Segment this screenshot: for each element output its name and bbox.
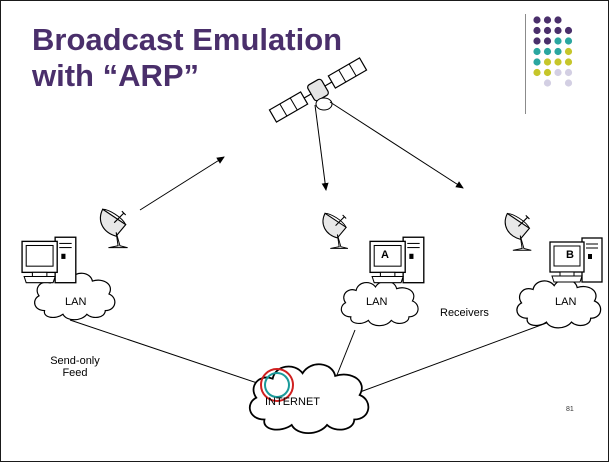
decorative-dot xyxy=(564,47,573,56)
decorative-dot xyxy=(554,26,562,35)
satellite-dish-icon xyxy=(322,212,349,250)
broadcast-arrows xyxy=(139,101,464,211)
satellite-dish-icon xyxy=(99,208,129,249)
slide-title-line-2: with “ARP” xyxy=(32,58,200,93)
decorative-dot xyxy=(554,58,562,66)
page-number: 81 xyxy=(566,406,574,413)
computer-icon xyxy=(21,236,77,284)
satellite-dish-icon xyxy=(504,212,532,251)
decorative-dot xyxy=(543,26,552,35)
decorative-dot xyxy=(533,58,541,66)
receiver-a-station xyxy=(322,212,425,327)
decorative-dot xyxy=(564,58,573,66)
decorative-dot xyxy=(554,68,562,77)
decorative-dot xyxy=(533,37,541,45)
computer-icon xyxy=(549,237,603,283)
receiver-a-lan-label: LAN xyxy=(366,296,388,308)
decorative-dot xyxy=(543,37,552,45)
decorative-dot xyxy=(543,79,552,87)
internet-ring-outer xyxy=(260,368,294,402)
decorative-dot xyxy=(564,79,573,87)
receiver-a-computer-label: A xyxy=(381,249,389,261)
decorative-dot xyxy=(533,47,541,56)
decorative-dot xyxy=(533,26,541,35)
computer-icon xyxy=(369,236,425,284)
decorative-dot xyxy=(564,26,573,35)
decorative-dot xyxy=(533,16,541,24)
slide-title-line-1: Broadcast Emulation xyxy=(32,22,343,57)
send-only-line-2: Feed xyxy=(62,367,88,379)
receiver-b-lan-label: LAN xyxy=(555,296,577,308)
receiver-b-computer-label: B xyxy=(566,249,574,261)
sender-lan-label: LAN xyxy=(65,296,87,308)
slide-title: Broadcast Emulation with “ARP” xyxy=(32,22,372,94)
decorative-dot xyxy=(543,16,552,24)
decorative-dot xyxy=(533,68,541,77)
send-only-line-1: Send-only xyxy=(50,355,100,367)
decorative-dot xyxy=(564,37,573,45)
decorative-dot xyxy=(543,68,552,77)
decorative-dot xyxy=(564,68,573,77)
decorative-dot xyxy=(554,47,562,56)
decorative-dot xyxy=(543,58,552,66)
internet-ring-inner xyxy=(264,372,290,398)
receivers-label: Receivers xyxy=(440,307,489,319)
decorative-dot xyxy=(543,47,552,56)
decorative-dot xyxy=(554,37,562,45)
satellite-icon xyxy=(268,57,368,123)
receiver-b-station xyxy=(504,212,603,329)
title-divider xyxy=(525,14,526,114)
network-links xyxy=(69,317,561,393)
send-only-feed-label: Send-only Feed xyxy=(44,355,106,379)
internet-cloud xyxy=(248,363,370,435)
internet-label: INTERNET xyxy=(265,396,320,408)
decorative-dot xyxy=(554,16,562,24)
